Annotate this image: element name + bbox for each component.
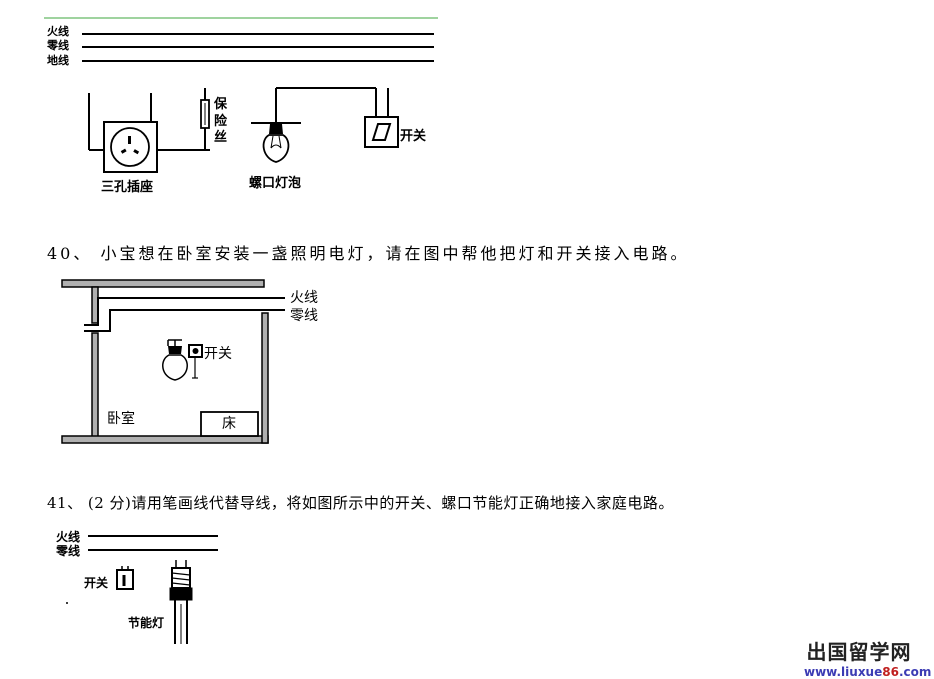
question-41-text: 41、 (2 分)请用笔画线代替导线，将如图所示中的开关、螺口节能灯正确地接入家… [47, 494, 674, 512]
watermark-url: www.liuxue86.com [804, 665, 931, 679]
wall-switch [364, 88, 399, 148]
neutral-wire-label: 零线 [47, 39, 69, 52]
fuse-label-3: 丝 [214, 130, 228, 145]
site-watermark: 出国留学网 www.liuxue86.com [804, 636, 931, 679]
ground-wire-label: 地线 [47, 54, 69, 67]
fuse-label-2: 险 [214, 114, 228, 129]
question-40-text: 40、 小宝想在卧室安装一盏照明电灯，请在图中帮他把灯和开关接入电路。 [47, 244, 690, 263]
bedroom-live-wire-label: 火线 [290, 290, 318, 306]
socket-label: 三孔插座 [101, 180, 154, 195]
watermark-url-number: 86 [882, 665, 899, 679]
bedroom-neutral-wire-label: 零线 [290, 308, 318, 324]
q41-switch [116, 566, 134, 590]
watermark-url-suffix: .com [898, 665, 932, 679]
q41-neutral-wire-label: 零线 [56, 544, 81, 558]
fuse [200, 88, 210, 150]
bed-box [200, 411, 259, 437]
bedroom-switch [188, 344, 203, 379]
bed-label: 床 [222, 416, 236, 432]
q41-lamp-label: 节能灯 [128, 616, 165, 630]
switch-label: 开关 [400, 129, 427, 144]
room-walls [61, 279, 269, 444]
bedroom-bulb [162, 339, 188, 381]
bedroom-switch-label: 开关 [204, 346, 232, 362]
live-wire-label: 火线 [47, 25, 69, 38]
bedroom-room-label: 卧室 [107, 411, 135, 427]
watermark-url-prefix: www.liuxue [804, 665, 883, 679]
screw-bulb [251, 87, 376, 163]
three-hole-socket [88, 93, 210, 173]
watermark-site-name: 出国留学网 [806, 640, 912, 664]
q41-energy-saving-lamp [169, 560, 193, 644]
fuse-label-1: 保 [214, 97, 228, 112]
bulb-label: 螺口灯泡 [249, 176, 302, 191]
supply-wires [84, 297, 285, 332]
q41-live-wire-label: 火线 [56, 530, 81, 544]
q41-switch-label: 开关 [84, 576, 109, 590]
